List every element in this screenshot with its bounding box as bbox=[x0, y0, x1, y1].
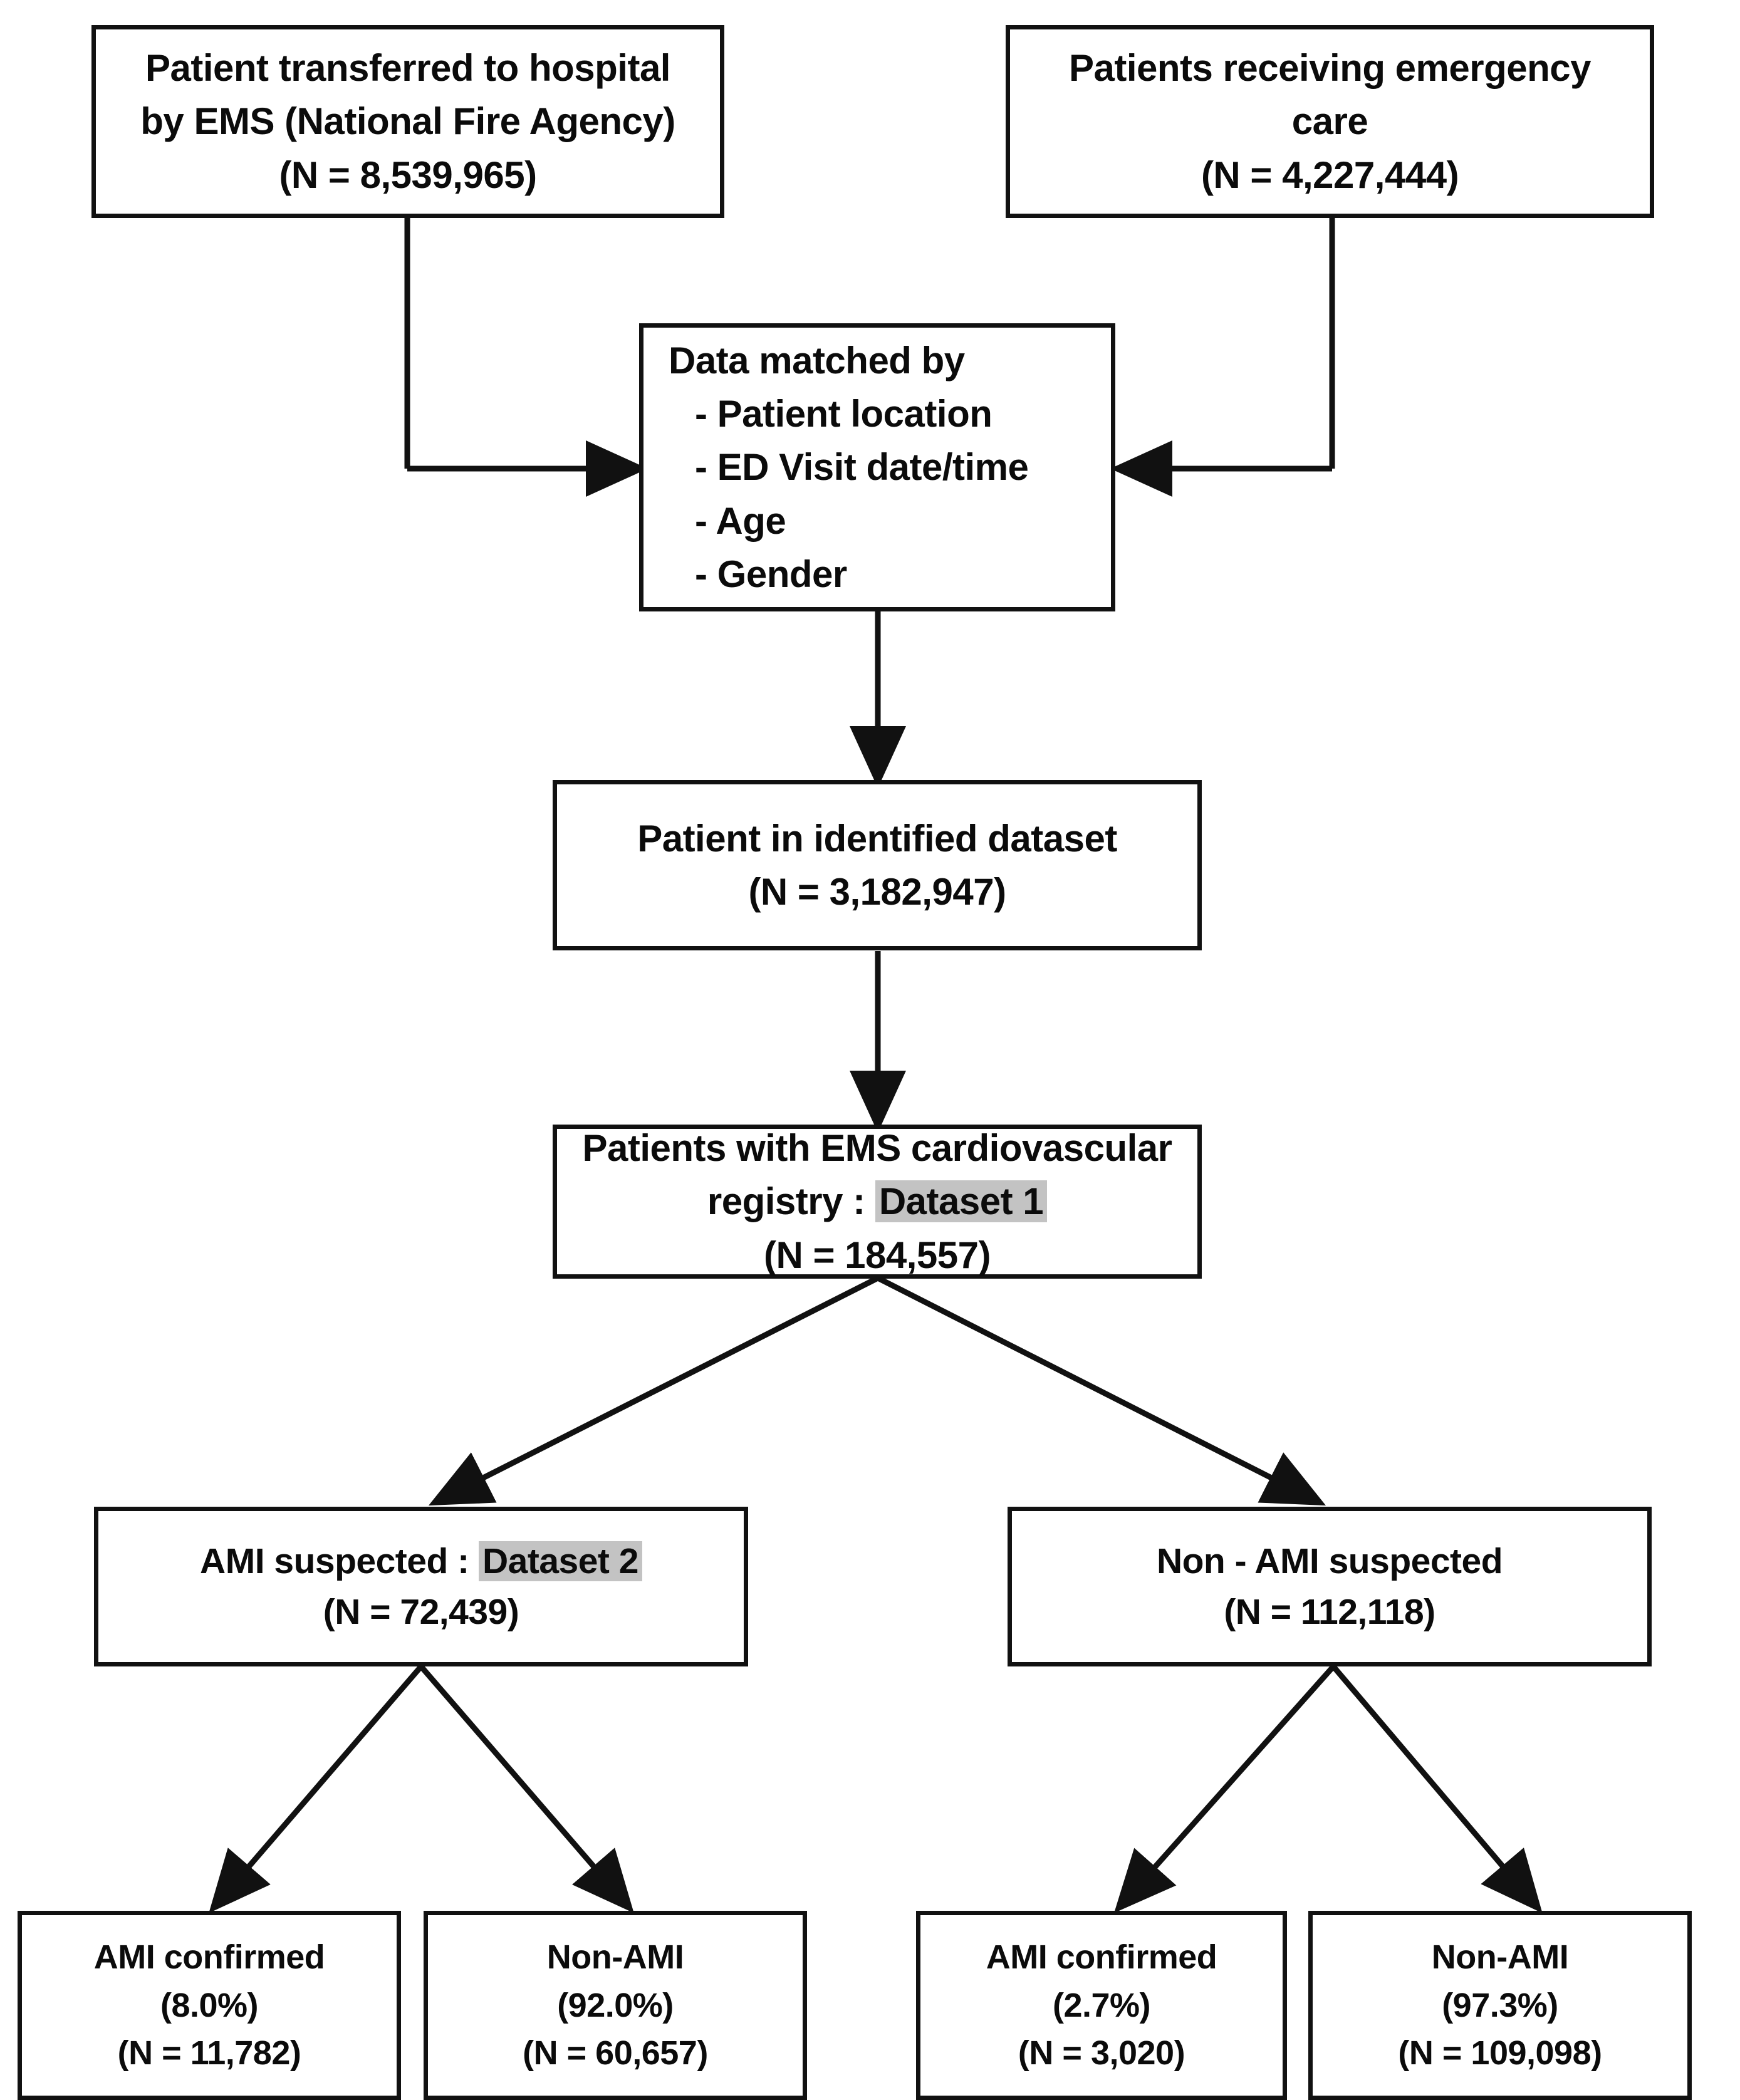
node-non-ami-left-line2: (92.0%) bbox=[557, 1986, 674, 2024]
node-ami-confirmed-left-line1: AMI confirmed bbox=[93, 1938, 325, 1976]
node-ems-transfer-line1: Patient transferred to hospital bbox=[145, 47, 670, 90]
node-emergency-care-line2: care bbox=[1291, 100, 1368, 143]
connector-nonami-to-confirmed-right bbox=[1114, 1665, 1336, 1913]
node-data-matched[interactable]: Data matched by - Patient location - ED … bbox=[639, 323, 1115, 611]
node-identified-dataset-line2: (N = 3,182,947) bbox=[748, 871, 1006, 913]
node-ems-transfer-line2: by EMS (National Fire Agency) bbox=[140, 100, 675, 143]
node-ami-confirmed-left-line3: (N = 11,782) bbox=[117, 2034, 301, 2072]
node-ami-suspected[interactable]: AMI suspected : Dataset 2 (N = 72,439) bbox=[94, 1507, 748, 1666]
node-ami-suspected-highlight: Dataset 2 bbox=[478, 1541, 642, 1581]
node-identified-dataset[interactable]: Patient in identified dataset (N = 3,182… bbox=[553, 780, 1202, 950]
node-non-ami-left-line1: Non-AMI bbox=[546, 1938, 684, 1976]
node-emergency-care[interactable]: Patients receiving emergency care (N = 4… bbox=[1006, 25, 1654, 218]
node-registry-dataset1-prefix: registry : bbox=[707, 1180, 875, 1223]
node-ems-transfer[interactable]: Patient transferred to hospital by EMS (… bbox=[91, 25, 724, 218]
node-data-matched-item-patient-location: - Patient location bbox=[695, 393, 992, 435]
node-non-ami-right-line1: Non-AMI bbox=[1431, 1938, 1569, 1976]
node-data-matched-item-gender: - Gender bbox=[695, 553, 847, 595]
connector-ems-to-match bbox=[404, 218, 648, 497]
node-ami-suspected-prefix: AMI suspected : bbox=[200, 1541, 479, 1581]
node-non-ami-left[interactable]: Non-AMI (92.0%) (N = 60,657) bbox=[424, 1911, 807, 2100]
node-identified-dataset-line1: Patient in identified dataset bbox=[637, 817, 1117, 860]
node-ami-confirmed-right-line1: AMI confirmed bbox=[986, 1938, 1217, 1976]
connector-emergency-to-match bbox=[1110, 218, 1335, 497]
node-ami-confirmed-left-line2: (8.0%) bbox=[160, 1986, 259, 2024]
connector-registry-to-nonami bbox=[876, 1275, 1326, 1506]
node-ami-confirmed-right[interactable]: AMI confirmed (2.7%) (N = 3,020) bbox=[916, 1911, 1287, 2100]
node-ems-transfer-line3: (N = 8,539,965) bbox=[279, 153, 537, 196]
node-ami-suspected-line1: AMI suspected : Dataset 2 bbox=[200, 1536, 642, 1587]
node-ami-confirmed-left[interactable]: AMI confirmed (8.0%) (N = 11,782) bbox=[18, 1911, 401, 2100]
node-non-ami-right[interactable]: Non-AMI (97.3%) (N = 109,098) bbox=[1308, 1911, 1692, 2100]
node-data-matched-item-age: - Age bbox=[695, 499, 786, 542]
connector-nonami-to-nonami-right bbox=[1331, 1665, 1543, 1913]
node-emergency-care-line3: (N = 4,227,444) bbox=[1201, 153, 1459, 196]
node-registry-dataset1-line3: (N = 184,557) bbox=[763, 1234, 991, 1276]
node-data-matched-item-ed-visit: - ED Visit date/time bbox=[695, 446, 1029, 489]
node-emergency-care-line1: Patients receiving emergency bbox=[1068, 47, 1592, 90]
node-non-ami-suspected-line1: Non - AMI suspected bbox=[1156, 1541, 1503, 1581]
node-registry-dataset1-line1: Patients with EMS cardiovascular bbox=[582, 1127, 1172, 1170]
node-ami-confirmed-right-line2: (2.7%) bbox=[1052, 1986, 1151, 2024]
node-non-ami-right-line3: (N = 109,098) bbox=[1398, 2034, 1602, 2072]
connector-registry-to-ami bbox=[428, 1275, 880, 1506]
node-ami-confirmed-right-line3: (N = 3,020) bbox=[1018, 2034, 1185, 2072]
node-data-matched-heading: Data matched by bbox=[669, 340, 965, 382]
node-registry-dataset1[interactable]: Patients with EMS cardiovascular registr… bbox=[553, 1125, 1202, 1279]
node-registry-dataset1-highlight: Dataset 1 bbox=[875, 1180, 1048, 1223]
node-non-ami-suspected[interactable]: Non - AMI suspected (N = 112,118) bbox=[1008, 1507, 1652, 1666]
node-ami-suspected-line2: (N = 72,439) bbox=[323, 1591, 519, 1632]
node-non-ami-suspected-line2: (N = 112,118) bbox=[1224, 1591, 1435, 1632]
connector-ami-to-confirmed-left bbox=[209, 1665, 424, 1913]
connector-ami-to-nonami-left bbox=[419, 1665, 634, 1913]
node-non-ami-left-line3: (N = 60,657) bbox=[523, 2034, 708, 2072]
node-registry-dataset1-line2: registry : Dataset 1 bbox=[707, 1175, 1048, 1228]
node-non-ami-right-line2: (97.3%) bbox=[1442, 1986, 1558, 2024]
